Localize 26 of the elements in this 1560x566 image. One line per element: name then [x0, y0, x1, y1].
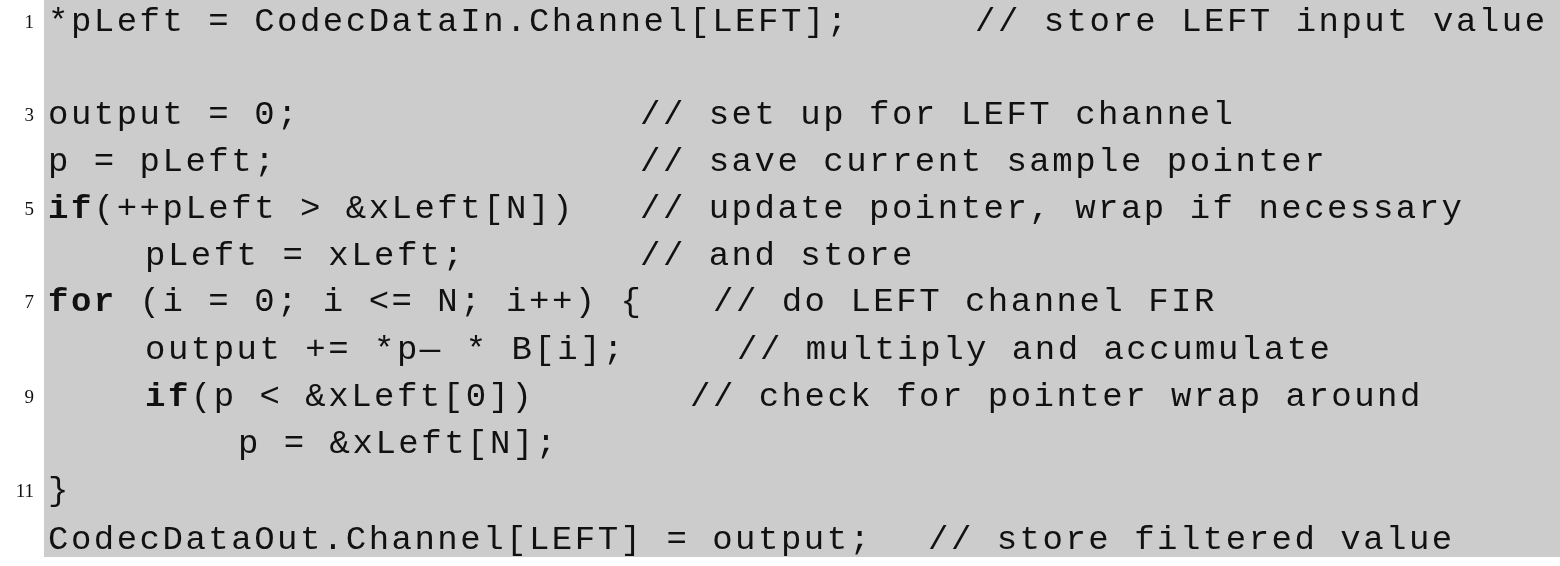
line-number: 1 [23, 10, 34, 34]
code-comment: // check for pointer wrap around [690, 377, 1423, 417]
line-number: 5 [23, 197, 34, 221]
line-number: 7 [23, 290, 34, 314]
code-line: for (i = 0; i <= N; i++) { [48, 282, 644, 322]
code-line: *pLeft = CodecDataIn.Channel[LEFT]; [48, 2, 850, 42]
code-line: } [48, 471, 71, 511]
code-line: p = pLeft; [48, 142, 278, 182]
code-line: output += *p— * B[i]; [145, 330, 626, 370]
code-comment: // and store [640, 236, 915, 276]
code-line: output = 0; [48, 95, 300, 135]
line-number: 3 [23, 103, 34, 127]
code-comment: // update pointer, wrap if necessary [640, 189, 1465, 229]
code-line: CodecDataOut.Channel[LEFT] = output; [48, 520, 873, 560]
code-comment: // store LEFT input value [975, 2, 1548, 42]
code-line: if(p < &xLeft[0]) [145, 377, 535, 417]
code-line: pLeft = xLeft; [145, 236, 466, 276]
line-number: 9 [23, 385, 34, 409]
code-line: if(++pLeft > &xLeft[N]) [48, 189, 575, 229]
code-comment: // multiply and accumulate [737, 330, 1333, 370]
code-line: p = &xLeft[N]; [238, 424, 559, 464]
line-number: 11 [14, 479, 34, 503]
code-comment: // save current sample pointer [640, 142, 1328, 182]
code-comment: // set up for LEFT channel [640, 95, 1236, 135]
code-comment: // do LEFT channel FIR [713, 282, 1217, 322]
code-comment: // store filtered value [928, 520, 1455, 560]
